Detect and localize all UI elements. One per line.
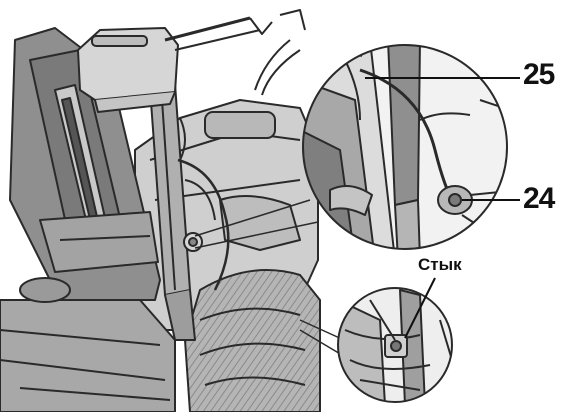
machine-body bbox=[0, 9, 321, 412]
auger-housing bbox=[0, 299, 176, 412]
callout-label-25: 25 bbox=[523, 58, 555, 91]
auger bbox=[184, 269, 321, 412]
callout-leaders bbox=[365, 77, 520, 339]
leader-lines bbox=[194, 199, 345, 356]
cable bbox=[177, 158, 230, 291]
handle-bar bbox=[164, 16, 251, 42]
leader-joint bbox=[404, 277, 436, 339]
callout-label-24: 24 bbox=[523, 182, 555, 215]
callout-label-joint: Стык bbox=[418, 255, 462, 274]
detail-circle-bottom bbox=[337, 287, 453, 403]
detail-circle-top bbox=[302, 44, 508, 250]
